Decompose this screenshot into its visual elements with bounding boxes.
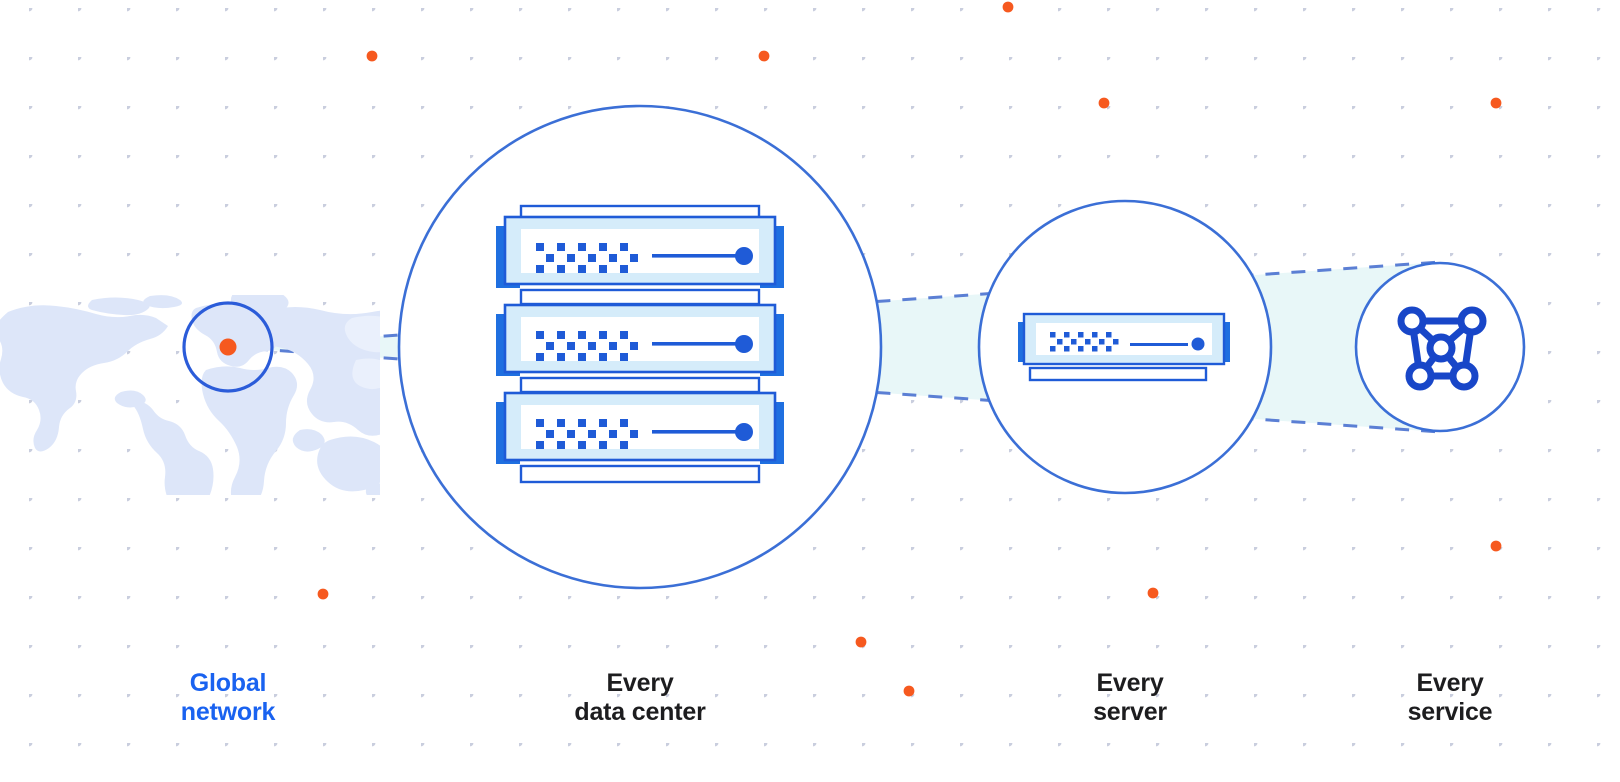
accent-dots (317, 1, 1502, 697)
global-network-highlight-circle (182, 301, 274, 393)
server-rack-icon (496, 204, 784, 484)
world-map (0, 295, 380, 495)
label-global-network: Global network (180, 669, 276, 726)
network-graph-icon (1397, 306, 1487, 391)
single-server-icon (1018, 312, 1230, 382)
label-every-server: Every server (1093, 669, 1167, 726)
label-every-service: Every service (1407, 669, 1493, 726)
network-location-marker (219, 338, 237, 356)
label-every-data-center: Every data center (574, 669, 706, 726)
